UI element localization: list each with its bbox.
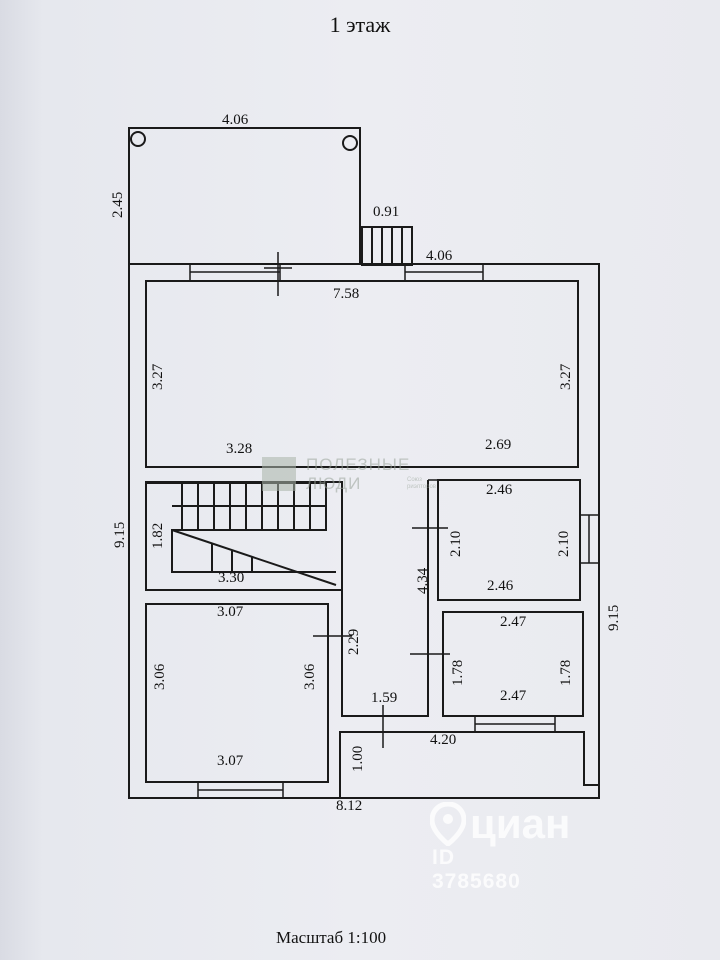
- scale-label: Масштаб 1:100: [276, 928, 387, 947]
- terrace-post-right: [342, 135, 358, 151]
- dim-terrace-depth: 2.45: [110, 191, 126, 218]
- dim-bed-top: 3.07: [217, 604, 244, 620]
- watermark-line2: ЛЮДИ: [306, 474, 362, 493]
- dim-room2-bottom: 2.47: [500, 688, 527, 704]
- dim-room1-right: 2.10: [556, 530, 572, 557]
- dim-bed-bottom: 3.07: [217, 753, 244, 769]
- watermark-line1: ПОЛЕЗНЫЕ: [306, 455, 411, 474]
- dim-corridor-height: 2.29: [346, 628, 362, 655]
- dim-room1-left: 2.10: [448, 530, 464, 557]
- dim-total-height-right: 9.15: [606, 604, 622, 631]
- dim-room2-left: 1.78: [450, 659, 466, 686]
- logo-square-icon: [262, 457, 296, 491]
- terrace-post-left: [130, 131, 146, 147]
- dim-porch-depth: 1.00: [350, 745, 366, 772]
- porch-outline: [339, 731, 599, 798]
- dim-top-right: 4.06: [426, 248, 453, 264]
- cian-brand: циан: [470, 800, 571, 847]
- dim-stair-width: 3.30: [218, 570, 245, 586]
- dim-living-right-height: 3.27: [558, 363, 574, 390]
- dim-hall-height: 4.34: [415, 567, 431, 594]
- corridor: [328, 480, 429, 717]
- dim-room1-bottom: 2.46: [487, 578, 514, 594]
- dim-total-height-left: 9.15: [112, 521, 128, 548]
- watermark-sub: Союз риэлторов: [407, 477, 436, 490]
- dim-stairs-entry: 0.91: [373, 204, 400, 220]
- living-room: [145, 280, 579, 468]
- dim-porch-width: 4.20: [430, 732, 457, 748]
- dim-terrace-width: 4.06: [222, 112, 249, 128]
- location-pin-icon: [430, 802, 466, 846]
- cian-listing-id: ID 3785680: [432, 846, 521, 893]
- dim-living-bottom-right: 2.69: [485, 437, 512, 453]
- interior-stairs: [146, 482, 337, 586]
- terrace-outline: [128, 127, 361, 264]
- dim-stair-height: 1.82: [150, 522, 166, 549]
- dim-room2-right: 1.78: [558, 659, 574, 686]
- dim-living-left-height: 3.27: [150, 363, 166, 390]
- dim-corridor-width: 1.59: [371, 690, 398, 706]
- dim-bed-left: 3.06: [152, 663, 168, 690]
- dim-room2-top: 2.47: [500, 614, 527, 630]
- floor-title: 1 этаж: [329, 12, 391, 37]
- dim-living-bottom-left: 3.28: [226, 441, 253, 457]
- dim-total-width: 8.12: [336, 798, 363, 814]
- windows: [189, 263, 600, 799]
- door-marks: [264, 252, 450, 748]
- dim-room1-top: 2.46: [486, 482, 513, 498]
- dim-living-width: 7.58: [333, 286, 360, 302]
- entry-stairs: [361, 226, 413, 266]
- dim-bed-right: 3.06: [302, 663, 318, 690]
